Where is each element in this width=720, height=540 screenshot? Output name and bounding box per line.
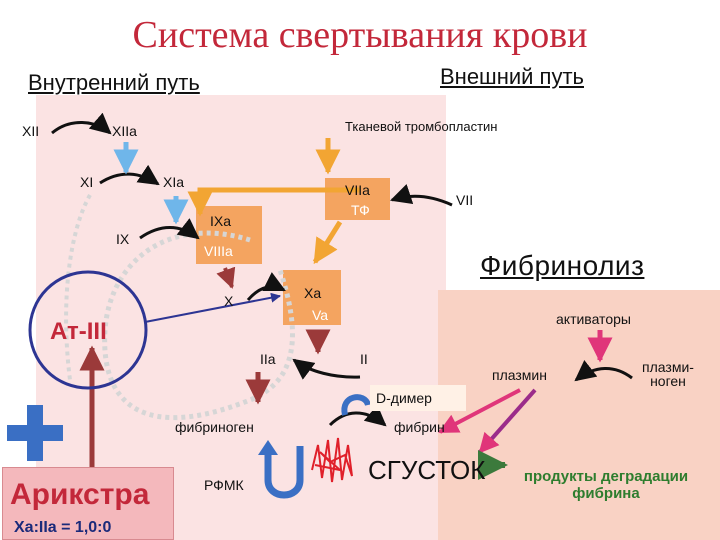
factor-iia: IIa [260, 351, 276, 367]
arrow-ixa-to-x [216, 266, 236, 289]
arrow-viia-to-xa [312, 220, 343, 265]
arrow-at3-inhibits-xa [144, 292, 281, 323]
factor-tf: ТФ [351, 202, 370, 218]
arrow-plasminogen-to-plasmin [574, 360, 633, 382]
d-dimer-box [370, 385, 466, 411]
factor-ix: IX [116, 231, 130, 247]
arrow-viia-to-ixa [187, 187, 360, 217]
page-title: Система свертывания крови [132, 14, 588, 56]
fibrin-scribble-icon [311, 437, 353, 483]
clot-label: СГУСТОК [368, 455, 486, 485]
intrinsic-path-label: Внутренний путь [28, 70, 200, 95]
plus-icon-horizontal [7, 425, 63, 441]
fibrinolysis-title: Фибринолиз [480, 250, 645, 281]
u-turn-arrow-icon [264, 446, 304, 499]
fibrin-label: фибрин [394, 419, 445, 435]
factor-viia: VIIa [345, 182, 370, 198]
fibrinolysis-area [438, 290, 720, 540]
factor-x: X [224, 293, 234, 309]
drug-ratio: Xa:IIa = 1,0:0 [14, 519, 112, 536]
fibrinogen-label: фибриноген [175, 419, 254, 435]
drug-box [2, 467, 174, 540]
degradation-products-label: продукты деградации фибрина [523, 468, 689, 503]
antithrombin-label: Ат-III [50, 318, 107, 345]
factor-xii: XII [22, 123, 40, 139]
extrinsic-path-label: Внешний путь [440, 64, 584, 89]
xa-va-box [283, 270, 341, 325]
feedback-dotted-arc [102, 230, 295, 421]
feedback-dotted-arc-left [64, 194, 92, 381]
rfmk-label: РФМК [204, 477, 244, 493]
factor-xiia: XIIa [112, 123, 137, 139]
u-turn-arrowhead-icon [258, 440, 278, 455]
factor-viiia: VIIIa [204, 243, 233, 259]
d-dimer-label: D-димер [376, 390, 432, 406]
factor-xia: XIa [163, 174, 185, 190]
tissue-thromboplastin-label: Тканевой тромбопластин [345, 119, 498, 134]
activators-label: активаторы [556, 311, 631, 327]
factor-xa: Xa [304, 285, 322, 301]
arrow-xii-to-xiia [51, 112, 112, 135]
arrow-ix-to-ixa [139, 218, 200, 240]
at3-circle [28, 270, 148, 390]
arrow-x-to-xa [246, 272, 286, 301]
plasminogen-label: плазми-ноген [642, 359, 694, 389]
factor-ixa: IXa [210, 213, 232, 229]
arrow-vii-to-viia [390, 184, 453, 207]
plasmin-label: плазмин [492, 367, 547, 383]
arrow-fibrinogen-to-fibrin [328, 404, 387, 427]
factor-va: Va [312, 307, 329, 323]
viia-tf-box [325, 178, 390, 220]
arrow-plasmin-to-fibrin [438, 388, 521, 434]
factor-xi: XI [80, 174, 94, 190]
drug-name: Арикстра [10, 478, 150, 511]
arrow-ii-to-iia [292, 358, 361, 380]
d-dimer-loop-arrow-icon [341, 394, 371, 416]
factor-vii: VII [456, 192, 474, 208]
factor-ii: II [360, 351, 368, 367]
arrow-plasmin-to-clot [478, 388, 537, 454]
